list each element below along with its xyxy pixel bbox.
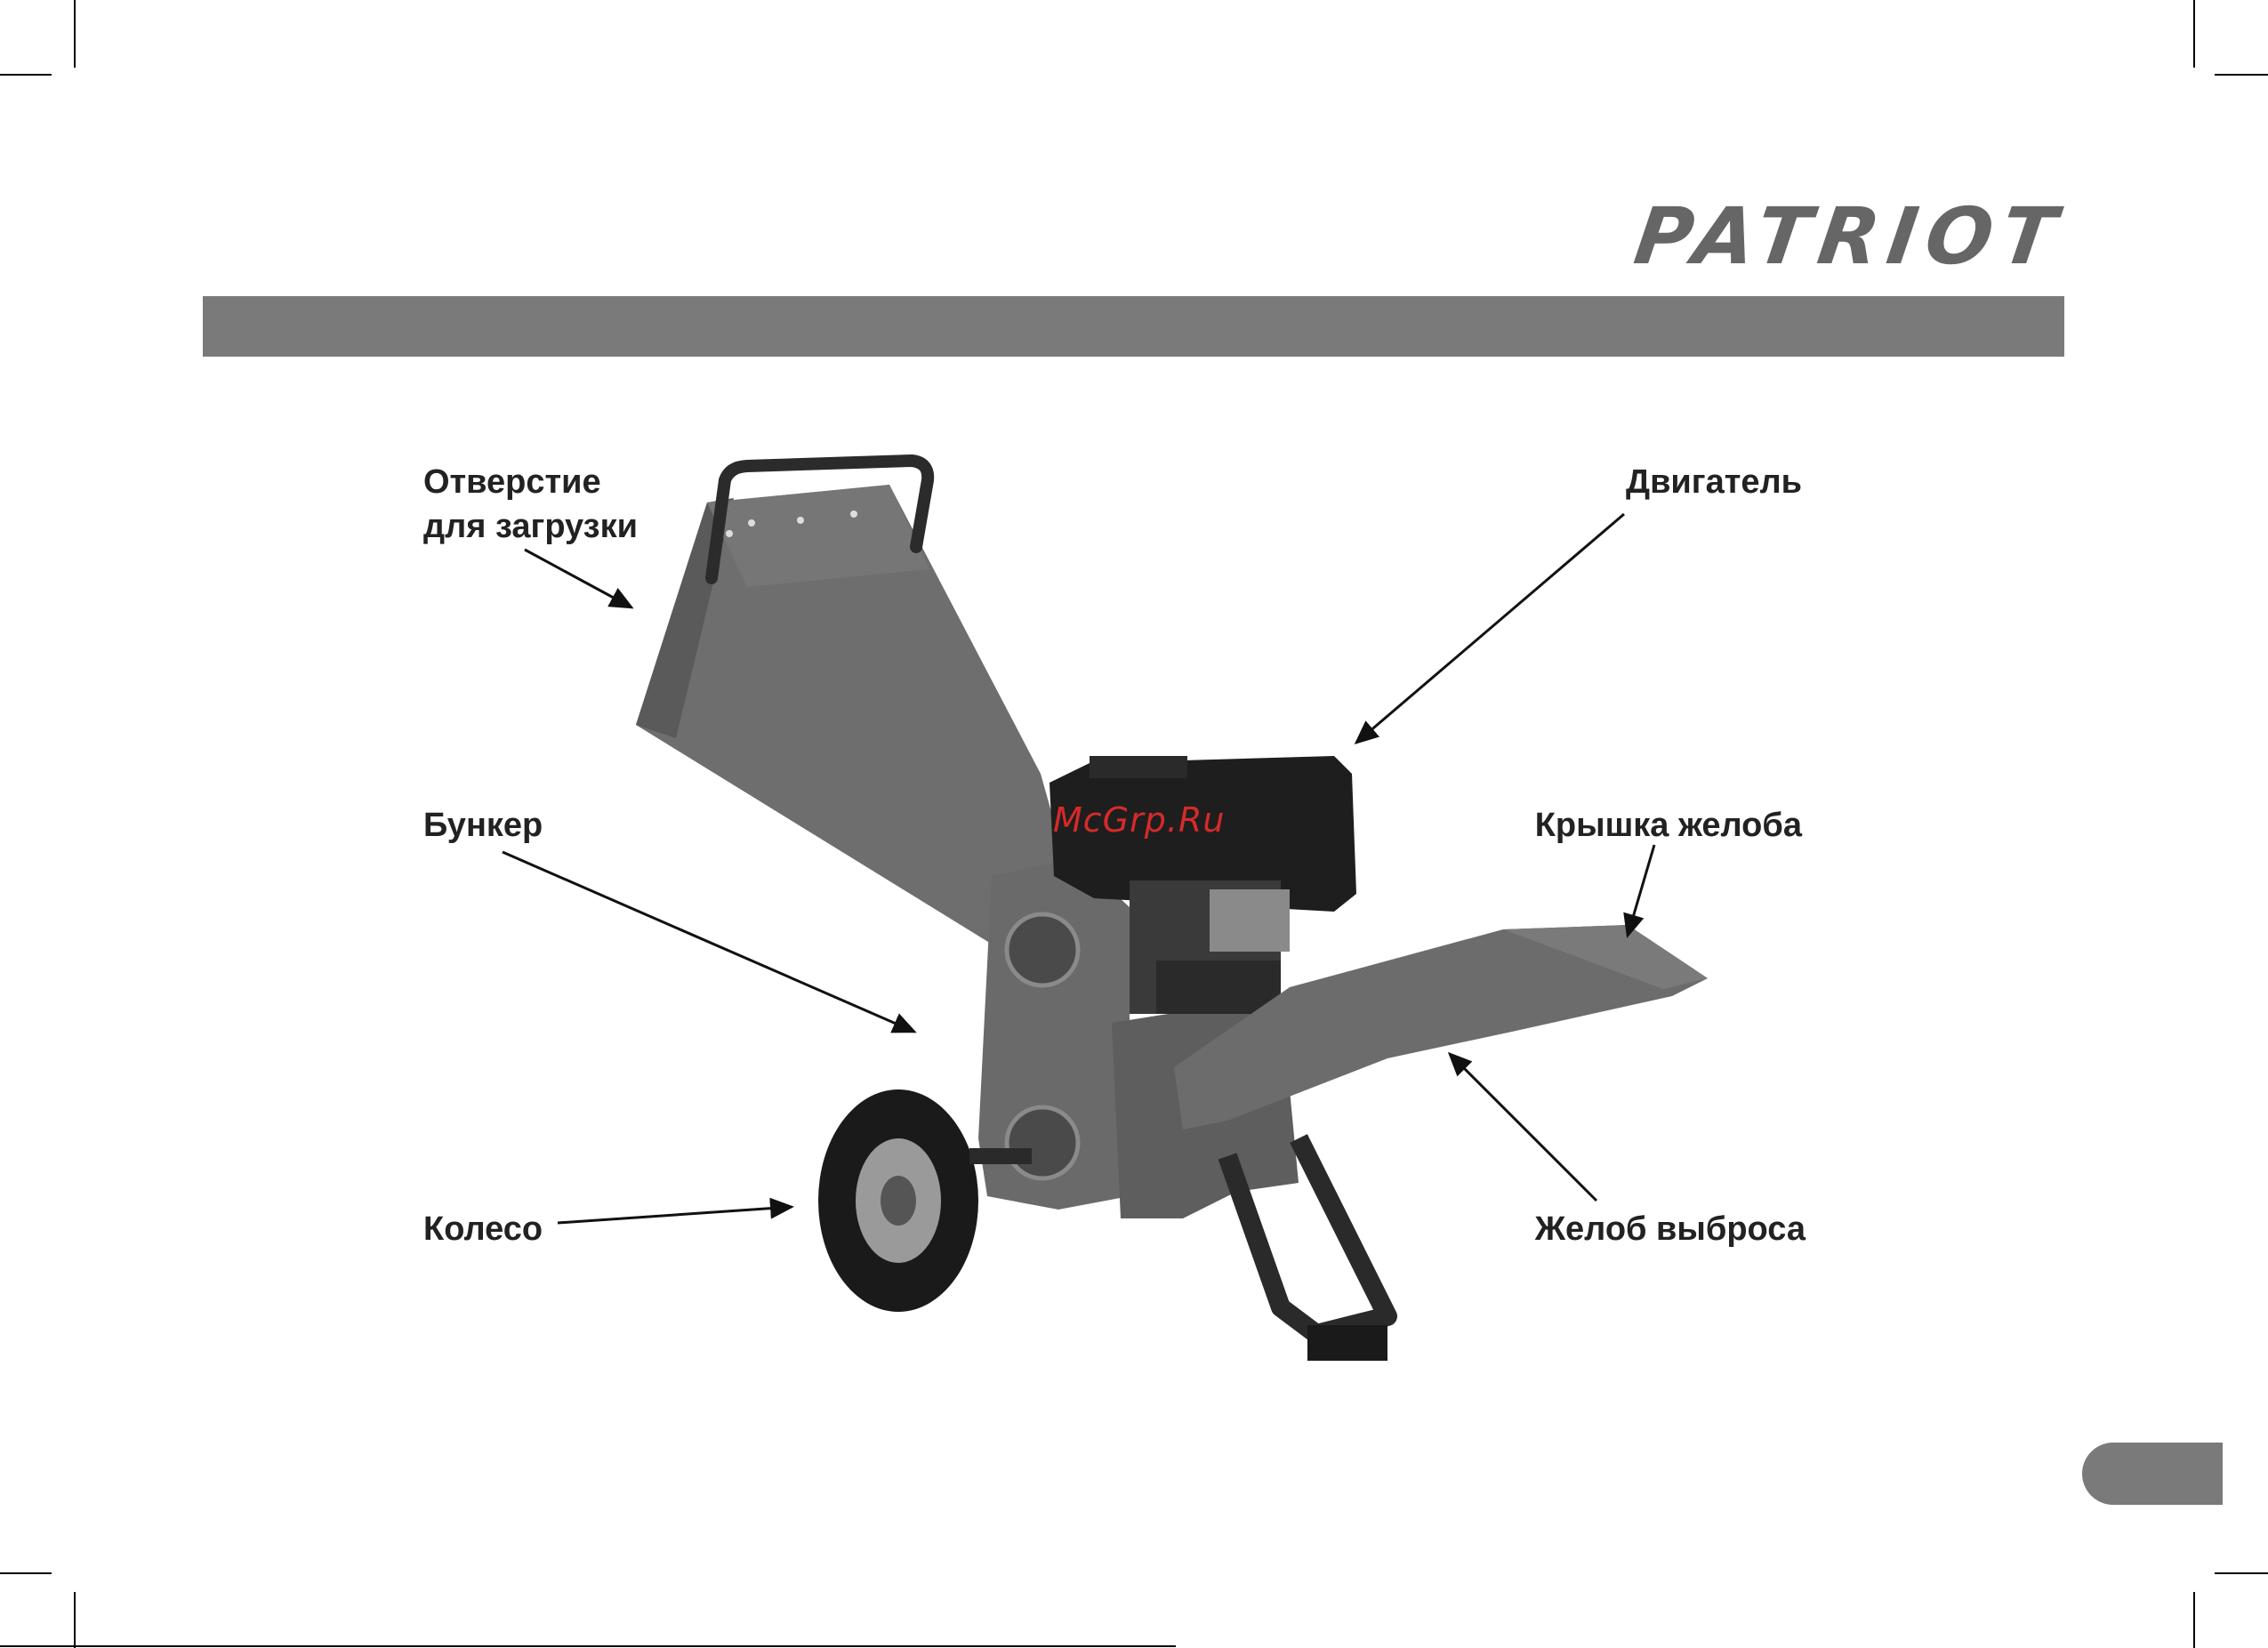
watermark: McGrp.Ru: [1053, 800, 1225, 840]
label-intake-line-2: для загрузки: [423, 504, 638, 549]
label-engine: Двигатель: [1512, 460, 1802, 504]
arrow-hopper: [503, 852, 914, 1032]
label-wheel: Колесо: [423, 1207, 543, 1251]
arrow-engine: [1356, 514, 1624, 743]
arrow-discharge: [1450, 1054, 1596, 1201]
label-hopper: Бункер: [423, 803, 543, 848]
page-number-tab: [2082, 1443, 2223, 1505]
label-intake-line-1: Отверстие: [423, 460, 638, 504]
label-discharge-chute: Желоб выброса: [1446, 1207, 1806, 1251]
arrow-chute-cover: [1628, 845, 1654, 936]
label-chute-cover: Крышка желоба: [1446, 803, 1802, 848]
arrow-intake: [525, 550, 631, 607]
arrow-wheel: [558, 1207, 792, 1223]
label-intake-opening: Отверстие для загрузки: [423, 460, 638, 549]
stand-foot: [1307, 1325, 1387, 1361]
